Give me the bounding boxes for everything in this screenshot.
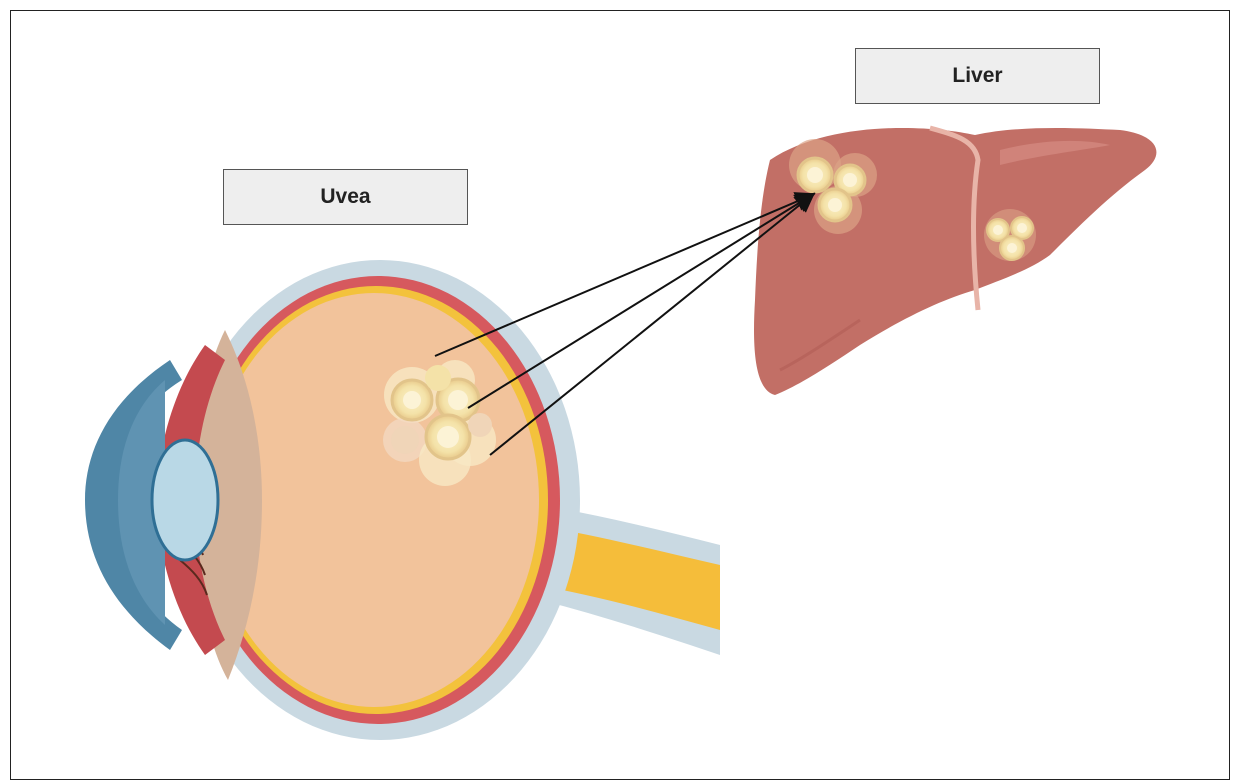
- lens: [152, 440, 218, 560]
- liver-tumor-secondary: [984, 209, 1036, 261]
- liver-label: Liver: [855, 48, 1100, 104]
- eye-cross-section-icon: [85, 260, 720, 740]
- uvea-label: Uvea: [223, 169, 468, 225]
- liver-icon: [754, 128, 1156, 395]
